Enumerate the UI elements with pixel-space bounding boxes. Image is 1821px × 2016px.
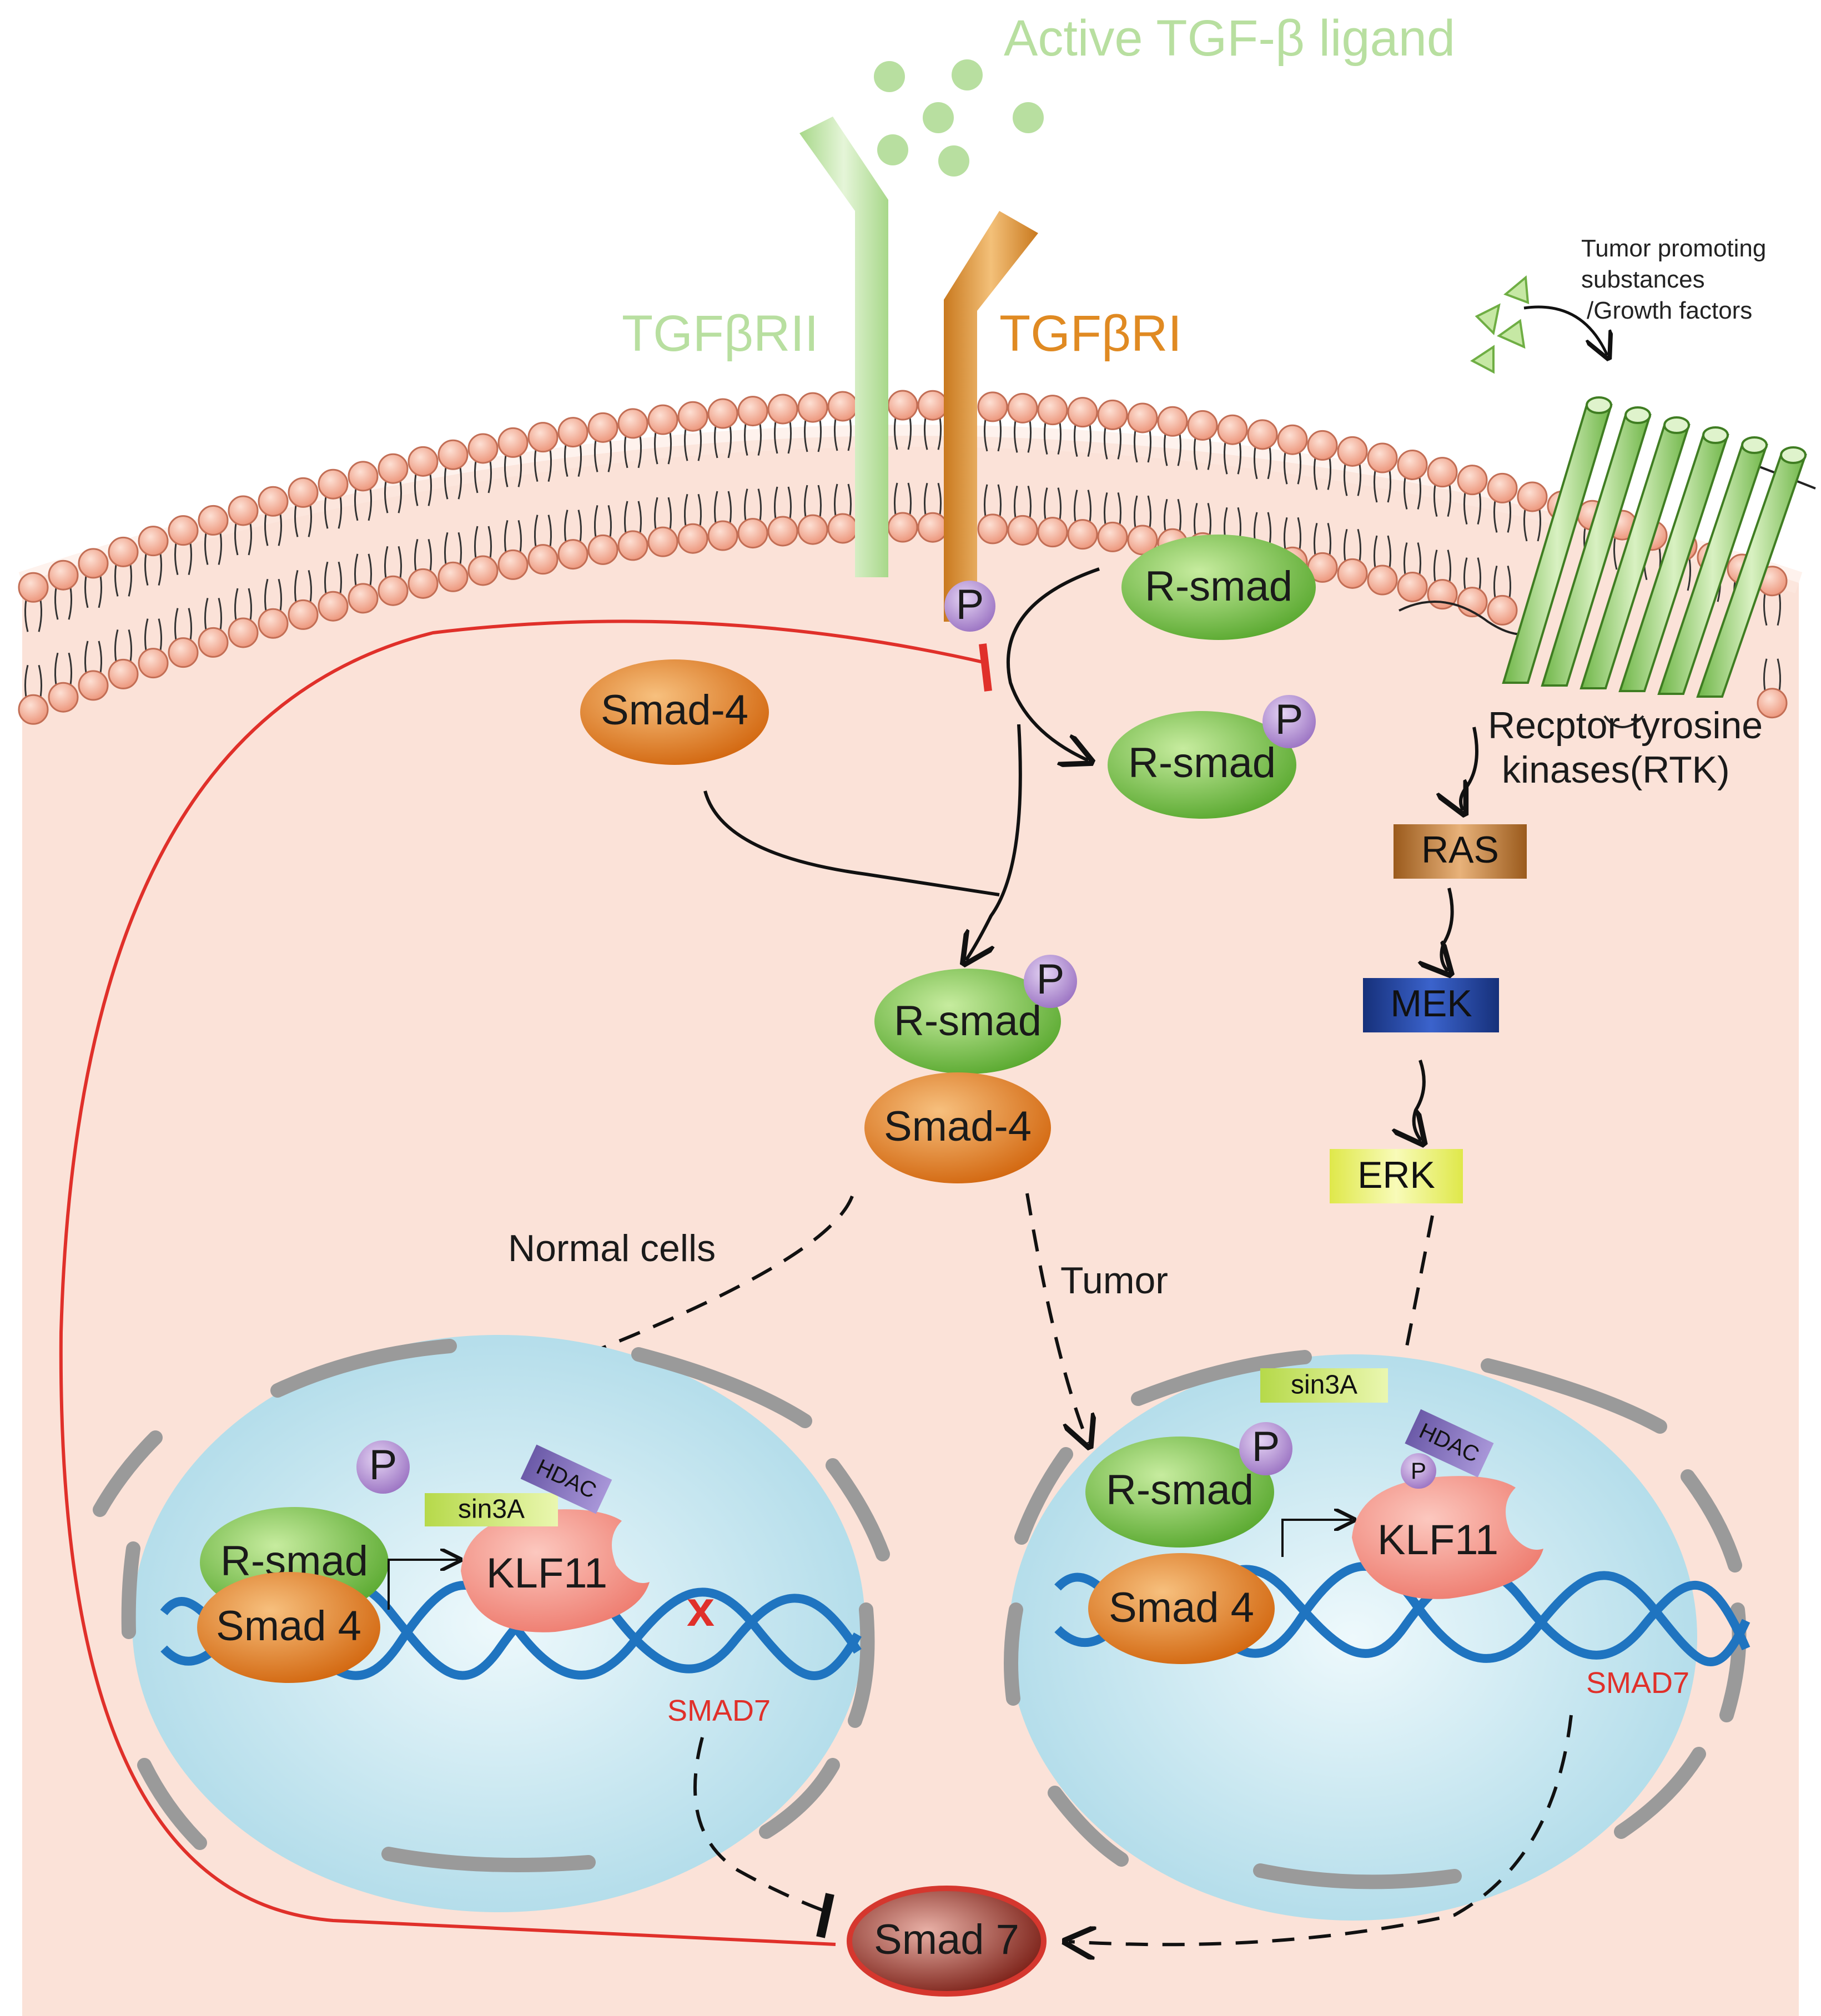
tgfbrii-label: TGFβRII — [622, 305, 818, 362]
svg-text:SMAD7: SMAD7 — [667, 1694, 771, 1727]
tgfbri-receptor — [944, 211, 1038, 622]
tumor-label: Tumor — [1060, 1259, 1168, 1302]
svg-text:KLF11: KLF11 — [486, 1550, 607, 1597]
ras-box: RAS — [1394, 824, 1527, 879]
svg-text:ERK: ERK — [1357, 1154, 1435, 1196]
svg-text:P: P — [1037, 956, 1065, 1003]
svg-text:P: P — [1252, 1423, 1280, 1470]
tumor-path-arrow — [1025, 1193, 1088, 1443]
svg-text:sin3A: sin3A — [458, 1495, 525, 1524]
svg-text:R-smad: R-smad — [894, 997, 1042, 1045]
svg-text:Smad-4: Smad-4 — [884, 1103, 1032, 1150]
mek-to-erk-arrow — [1414, 1060, 1424, 1141]
svg-text:SMAD7: SMAD7 — [1586, 1666, 1689, 1700]
tgfbri-label: TGFβRI — [999, 305, 1182, 362]
ras-to-mek-arrow — [1441, 888, 1452, 971]
rsmad-phosphorylation-arrow — [1007, 567, 1100, 760]
svg-text:Smad 4: Smad 4 — [216, 1602, 361, 1650]
svg-text:P: P — [956, 581, 984, 628]
svg-text:P: P — [1275, 696, 1304, 743]
svg-text:R-smad: R-smad — [1145, 563, 1292, 610]
smad7-gene-to-protein-blocked — [693, 1737, 833, 1916]
smad4-join-line — [703, 790, 1000, 896]
svg-text:Smad 7: Smad 7 — [874, 1916, 1019, 1963]
svg-text:KLF11: KLF11 — [1377, 1516, 1498, 1564]
growth-factor-arrow — [1523, 305, 1607, 355]
normal-cells-label: Normal cells — [508, 1227, 716, 1269]
smad7-block-bar — [816, 1893, 834, 1938]
tumor-factors-text: Tumor promoting substances /Growth facto… — [1581, 235, 1773, 324]
mek-box: MEK — [1363, 978, 1499, 1032]
smad7-tumor-induction-arrow — [1069, 1715, 1573, 1944]
svg-text:sin3A: sin3A — [1291, 1370, 1357, 1400]
nucleus-tumor: R-smad P Smad 4 KLF11 sin3A HDAC P SMAD7 — [1004, 1350, 1750, 1921]
rsmad-phosphorylated: R-smad P — [1108, 695, 1316, 819]
smad4-cytoplasmic: Smad-4 — [580, 659, 769, 765]
nucleus-normal: R-smad P Smad 4 KLF11 sin3A HDAC x SMAD7 — [93, 1335, 890, 1912]
smad7-inhibition-loop — [59, 619, 989, 1946]
svg-text:RAS: RAS — [1421, 829, 1499, 871]
smad7-protein: Smad 7 — [847, 1886, 1047, 1997]
svg-text:R-smad: R-smad — [1106, 1466, 1254, 1514]
svg-text:P: P — [1411, 1458, 1426, 1484]
rsmad-smad4-complex: R-smad P Smad-4 — [864, 955, 1077, 1183]
tgf-beta-ligand-dots — [874, 59, 1044, 177]
tgfbrii-receptor — [799, 117, 888, 577]
rtk-receptor — [1399, 396, 1816, 728]
rtk-label: Recptor tyrosine kinases(RTK) — [1488, 704, 1773, 791]
svg-text:Smad 4: Smad 4 — [1109, 1584, 1254, 1631]
growth-factor-triangles — [1470, 275, 1530, 374]
complex-formation-arrow — [966, 724, 1022, 960]
svg-text:x: x — [687, 1581, 715, 1637]
svg-text:P: P — [369, 1442, 398, 1489]
svg-text:MEK: MEK — [1390, 982, 1472, 1025]
receptor-phospho: P — [944, 581, 995, 632]
inhibition-bar-receptor — [979, 643, 992, 692]
svg-text:Smad-4: Smad-4 — [601, 687, 748, 734]
erk-box: ERK — [1330, 1149, 1463, 1203]
rsmad-membrane: R-smad — [1121, 535, 1316, 640]
rtk-to-ras-arrow — [1461, 727, 1478, 810]
svg-text:R-smad: R-smad — [1128, 739, 1276, 787]
title: Active TGF-β ligand — [1004, 10, 1455, 67]
